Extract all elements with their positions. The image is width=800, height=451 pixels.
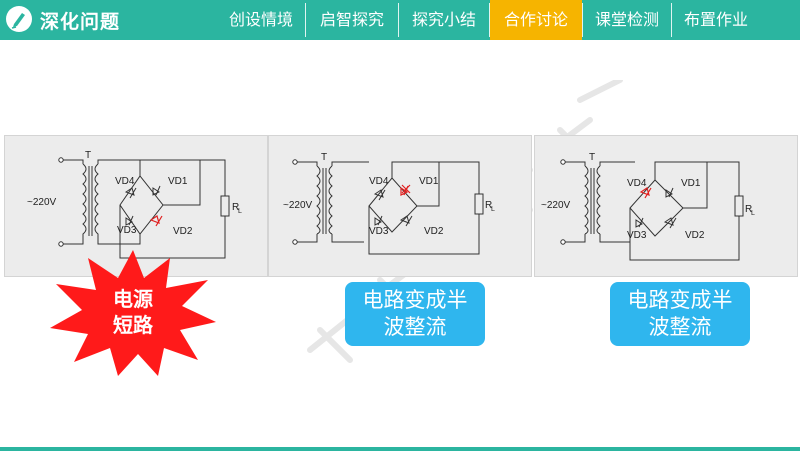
diode-label: VD2 bbox=[424, 226, 444, 237]
tab-divider bbox=[305, 3, 306, 37]
circuit-panel-3: VD4 VD1 VD3 VD2 ~220V T R L bbox=[534, 135, 798, 277]
tab-summary[interactable]: 探究小结 bbox=[411, 10, 476, 29]
tab-divider bbox=[489, 3, 490, 37]
load-label: R bbox=[232, 202, 239, 213]
tab-divider bbox=[398, 3, 399, 37]
tab-create-situation[interactable]: 创设情境 bbox=[228, 10, 293, 29]
diode-label: VD3 bbox=[627, 230, 647, 241]
half-wave-callout-1: 电路变成半 波整流 bbox=[345, 282, 485, 346]
diode-label: VD1 bbox=[168, 176, 188, 187]
transformer-label: T bbox=[589, 152, 595, 163]
tab-divider bbox=[671, 3, 672, 37]
diode-label: VD1 bbox=[681, 178, 701, 189]
nav-tabs: 创设情境 启智探究 探究小结 合作讨论 课堂检测 布置作业 bbox=[217, 0, 760, 40]
load-subscript: L bbox=[491, 206, 495, 213]
tab-divider bbox=[582, 3, 583, 37]
source-label: ~220V bbox=[541, 200, 571, 211]
pencil-logo-icon bbox=[6, 6, 32, 32]
tab-homework[interactable]: 布置作业 bbox=[683, 10, 748, 29]
tab-discussion[interactable]: 合作讨论 bbox=[490, 0, 582, 40]
half-wave-callout-2: 电路变成半 波整流 bbox=[610, 282, 750, 346]
header-bar: 深化问题 创设情境 启智探究 探究小结 合作讨论 课堂检测 布置作业 bbox=[0, 0, 800, 40]
diode-label: VD3 bbox=[369, 226, 389, 237]
short-circuit-label: 电源 短路 bbox=[113, 287, 153, 337]
page-title: 深化问题 bbox=[40, 11, 121, 33]
load-subscript: L bbox=[751, 210, 755, 217]
diode-label: VD1 bbox=[419, 176, 439, 187]
diode-label: VD2 bbox=[173, 226, 193, 237]
tab-classroom-test[interactable]: 课堂检测 bbox=[594, 10, 659, 29]
diode-label: VD2 bbox=[685, 230, 705, 241]
tab-explore[interactable]: 启智探究 bbox=[319, 10, 384, 29]
diode-label: VD4 bbox=[115, 176, 135, 187]
diode-label: VD3 bbox=[117, 225, 137, 236]
load-label: R bbox=[745, 204, 752, 215]
circuit-panel-2: VD4 VD1 VD3 VD2 ~220V T R L bbox=[268, 135, 532, 277]
load-subscript: L bbox=[238, 208, 242, 215]
explosion-burst-icon bbox=[50, 250, 216, 376]
source-label: ~220V bbox=[27, 197, 57, 208]
diode-label: VD4 bbox=[627, 178, 647, 189]
transformer-label: T bbox=[85, 150, 91, 161]
transformer-label: T bbox=[321, 152, 327, 163]
source-label: ~220V bbox=[283, 200, 313, 211]
load-label: R bbox=[485, 200, 492, 211]
footer-line bbox=[0, 447, 800, 451]
diode-label: VD4 bbox=[369, 176, 389, 187]
